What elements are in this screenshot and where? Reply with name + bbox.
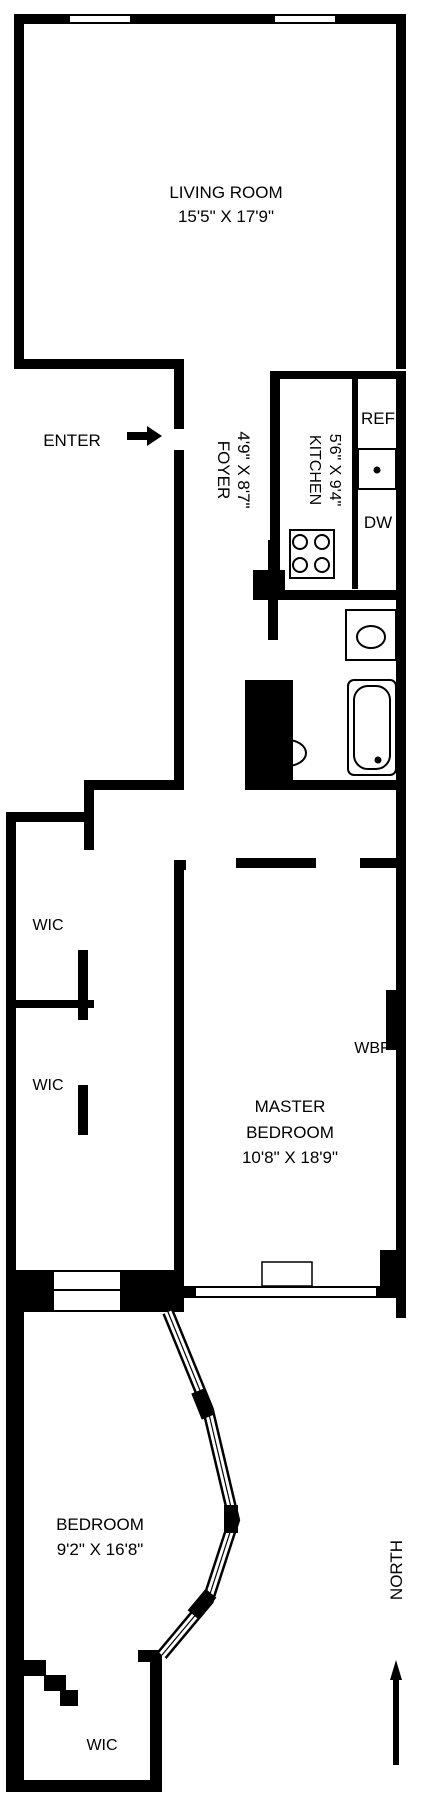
stove-icon <box>292 534 330 573</box>
bathtub-icon <box>347 679 397 776</box>
wic-label-3: WIC <box>86 1737 117 1754</box>
enter-arrow-icon <box>127 426 162 446</box>
cl-label: CL <box>263 577 284 594</box>
living-room-dims: 15'5" X 17'9" <box>178 207 274 226</box>
master-bedroom-dims: 10'8" X 18'9" <box>242 1148 338 1167</box>
north-arrow-icon <box>390 1660 402 1765</box>
master-bedroom-name-2: BEDROOM <box>246 1123 334 1142</box>
foyer-dims: 4'9" X 8'7" <box>234 431 253 508</box>
wbf-label: WBF <box>354 1040 390 1057</box>
ref-label: REF <box>361 409 395 428</box>
bay-window <box>157 1309 241 1659</box>
sink-icon <box>357 448 397 490</box>
master-bedroom-name: MASTER <box>255 1097 326 1116</box>
walls <box>6 14 406 1792</box>
enter-label: ENTER <box>43 431 101 450</box>
bedroom-name: BEDROOM <box>56 1515 144 1534</box>
wic-label-2: WIC <box>32 1077 63 1094</box>
kitchen-dims: 5'6" X 9'4" <box>326 434 343 507</box>
living-room-name: LIVING ROOM <box>169 183 282 202</box>
vanity-icon <box>345 609 397 661</box>
kitchen-name: KITCHEN <box>306 435 323 505</box>
toilet-icon <box>261 739 307 767</box>
bedroom-dims: 9'2" X 16'8" <box>57 1540 144 1559</box>
north-label: NORTH <box>387 1540 406 1600</box>
bathroom-fixtures <box>261 609 397 776</box>
wic-label-1: WIC <box>32 917 63 934</box>
dw-label: DW <box>364 513 392 532</box>
foyer-name: FOYER <box>214 441 233 500</box>
kitchen-fixtures <box>289 448 397 579</box>
